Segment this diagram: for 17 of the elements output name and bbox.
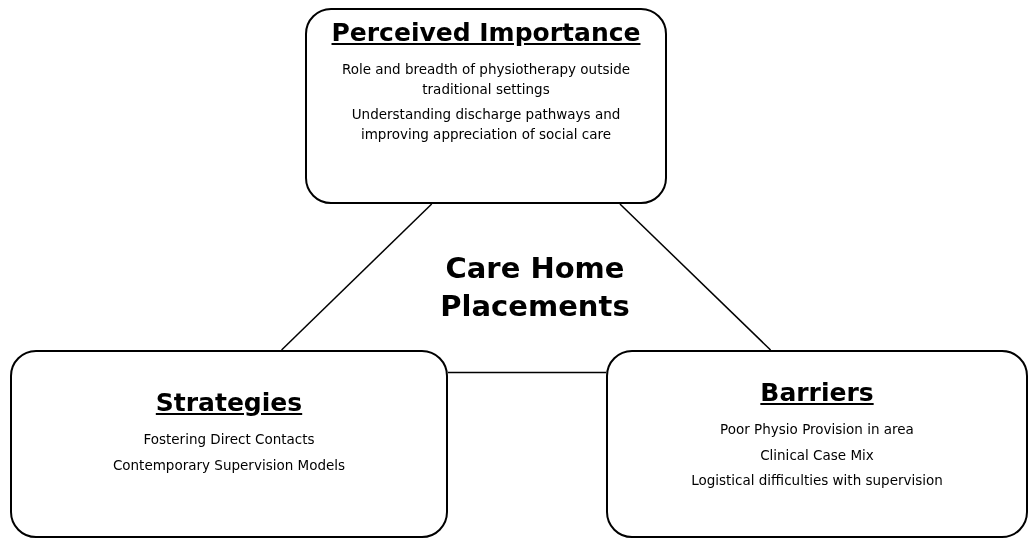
box-text: Fostering Direct Contacts (143, 430, 315, 449)
rounded-box (10, 350, 448, 538)
box-text: Contemporary Supervision Models (112, 455, 346, 475)
connector-line (619, 203, 772, 351)
rounded-box (305, 8, 667, 204)
box-text: Clinical Case Mix (760, 445, 874, 465)
box-text: Poor Physio Provision in area (720, 420, 914, 439)
box-text: Logistical difficulties with supervision (691, 471, 943, 491)
box-heading: Strategies (155, 388, 303, 417)
connector-line (447, 371, 607, 374)
box-text: Role and breadth of physiotherapy outside traditional settings (340, 60, 632, 99)
rounded-box (606, 350, 1028, 538)
box-text: Understanding discharge pathways and improving appreciation of social care (350, 105, 622, 144)
box-heading: Barriers (760, 378, 874, 407)
connector-line (280, 203, 433, 351)
center-title: Care Home Placements (439, 250, 631, 325)
box-heading: Perceived Importance (331, 18, 641, 47)
